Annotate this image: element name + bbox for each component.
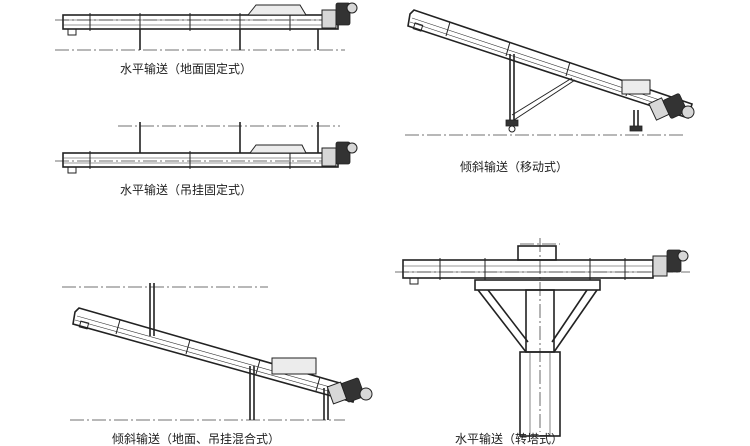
inclined-trough xyxy=(407,9,693,120)
motor-fan-cover xyxy=(346,142,358,154)
figure-horizontal-floor: 水平输送（地面固定式） xyxy=(55,2,358,76)
motor-fan-cover xyxy=(677,250,689,262)
foot xyxy=(629,125,643,132)
motor-fan-cover xyxy=(346,2,358,14)
outlet xyxy=(67,28,77,36)
gearbox xyxy=(652,255,668,277)
caption-inclined-mixed: 倾斜输送（地面、吊挂混合式） xyxy=(112,431,280,446)
inlet-hopper xyxy=(246,4,307,16)
diagonal-strut xyxy=(477,289,527,353)
outlet xyxy=(78,320,90,330)
caption-horizontal-hanging: 水平输送（吊挂固定式） xyxy=(120,182,252,197)
outlet xyxy=(412,22,424,32)
brace xyxy=(511,77,573,116)
drive-motor xyxy=(341,377,365,403)
figure-inclined-mobile: 倾斜输送（移动式） xyxy=(405,9,695,174)
motor-fan-cover xyxy=(359,387,373,401)
figure-horizontal-tower: 水平输送（转塔式） xyxy=(395,238,690,446)
caption-horizontal-tower: 水平输送（转塔式） xyxy=(455,431,563,446)
gearbox xyxy=(321,147,337,167)
caption-inclined-mobile: 倾斜输送（移动式） xyxy=(460,159,568,174)
diagonal-strut xyxy=(553,289,598,353)
figure-horizontal-hanging: 水平输送（吊挂固定式） xyxy=(55,122,358,197)
outlet xyxy=(409,277,419,285)
wheel xyxy=(505,119,519,127)
drive-motor xyxy=(335,2,351,26)
motor-fan-cover xyxy=(681,105,695,119)
conveyor-trough xyxy=(62,152,339,168)
support-beam xyxy=(474,279,601,291)
inlet-hopper xyxy=(271,357,317,375)
caption-horizontal-floor: 水平输送（地面固定式） xyxy=(120,61,252,76)
figure-inclined-mixed: 倾斜输送（地面、吊挂混合式） xyxy=(62,283,373,446)
tower-column-lower xyxy=(519,351,561,437)
inlet-hopper xyxy=(621,79,651,95)
inlet-hopper xyxy=(249,144,307,154)
gearbox xyxy=(321,9,337,29)
outlet xyxy=(67,166,77,174)
rotating-head xyxy=(517,245,557,261)
drive-motor xyxy=(662,93,688,119)
conveyor-trough xyxy=(62,14,339,30)
